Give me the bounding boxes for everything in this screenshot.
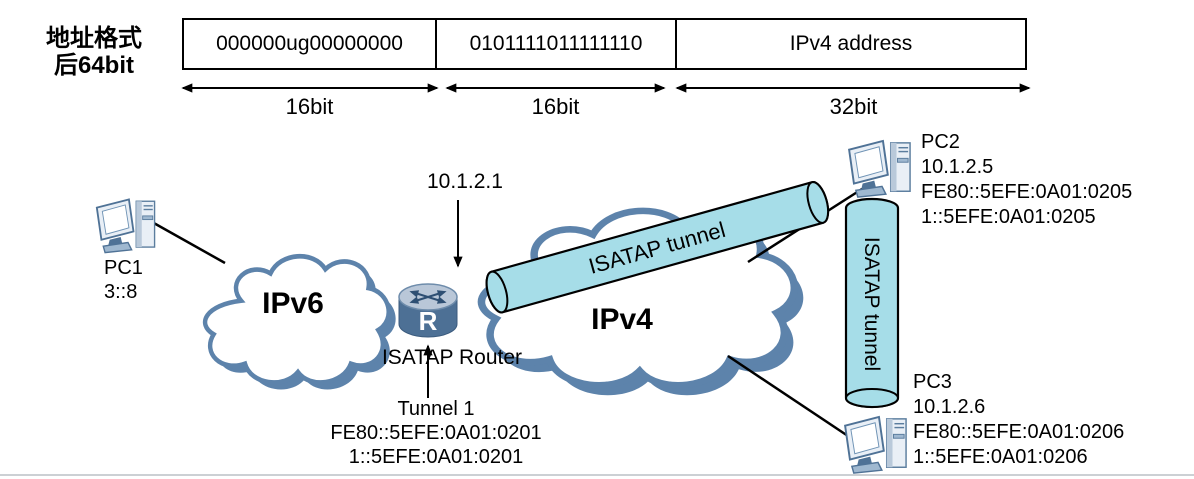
router-crossed-arrows-icon bbox=[409, 290, 447, 304]
address-format-title-line2: 后64bit bbox=[53, 52, 134, 79]
pc3-global: 1::5EFE:0A01:0206 bbox=[913, 446, 1088, 468]
pc2-ipv4: 10.1.2.5 bbox=[921, 156, 994, 178]
pc2-name: PC2 bbox=[921, 131, 960, 153]
bit-width-label-1: 16bit bbox=[285, 94, 334, 119]
format-cell-ipv4: IPv4 address bbox=[677, 18, 1027, 70]
isatap-tunnel-vertical: ISATAP tunnel bbox=[844, 197, 900, 409]
tunnel1-label: Tunnel 1 FE80::5EFE:0A01:0201 1::5EFE:0A… bbox=[324, 397, 548, 469]
bit-width-label-2: 16bit bbox=[531, 94, 580, 119]
pc3-name: PC3 bbox=[913, 371, 952, 393]
pc3-link-local: FE80::5EFE:0A01:0206 bbox=[913, 421, 1125, 443]
pc1-computer-icon bbox=[95, 198, 156, 254]
router-icon: R bbox=[398, 283, 458, 338]
link-ipv4cloud-pc3 bbox=[727, 354, 858, 444]
pc3-ipv4: 10.1.2.6 bbox=[913, 396, 986, 418]
tunnel1-name: Tunnel 1 bbox=[397, 398, 475, 420]
tunnel-horizontal-left-cap bbox=[485, 270, 509, 314]
bit-width-label-3: 32bit bbox=[829, 94, 878, 119]
format-cell-5efe: 0101111011111110 bbox=[437, 18, 677, 70]
router-interface-ip: 10.1.2.1 bbox=[427, 170, 503, 193]
ipv4-cloud-label: IPv4 bbox=[591, 303, 653, 336]
pc1-label: PC1 3::8 bbox=[104, 256, 143, 304]
slide-bottom-divider bbox=[0, 474, 1194, 476]
link-pc1-ipv6cloud bbox=[151, 220, 226, 265]
router-label: ISATAP Router bbox=[381, 346, 523, 369]
pc2-global: 1::5EFE:0A01:0205 bbox=[921, 206, 1096, 228]
tunnel1-link-local: FE80::5EFE:0A01:0201 bbox=[330, 422, 542, 444]
pc3-label: PC3 10.1.2.6 FE80::5EFE:0A01:0206 1::5EF… bbox=[913, 370, 1124, 470]
address-format-title: 地址格式 后64bit bbox=[34, 25, 154, 79]
pc2-computer-icon bbox=[848, 139, 912, 199]
format-cell-flags: 000000ug00000000 bbox=[182, 18, 437, 70]
tunnel1-global: 1::5EFE:0A01:0201 bbox=[348, 446, 524, 468]
tunnel-horizontal-right-cap bbox=[806, 181, 830, 224]
pc2-label: PC2 10.1.2.5 FE80::5EFE:0A01:0205 1::5EF… bbox=[921, 130, 1132, 230]
router-glyph: R bbox=[419, 306, 438, 336]
pc1-address: 3::8 bbox=[104, 281, 138, 303]
pc3-computer-icon bbox=[844, 415, 908, 475]
tunnel-vertical-bottom-cap bbox=[845, 388, 899, 408]
tunnel-vertical-label: ISATAP tunnel bbox=[860, 237, 883, 371]
ipv6-cloud-label: IPv6 bbox=[262, 287, 324, 320]
address-format-title-line1: 地址格式 bbox=[46, 25, 142, 52]
pc2-link-local: FE80::5EFE:0A01:0205 bbox=[921, 181, 1133, 203]
pc1-name: PC1 bbox=[104, 257, 143, 279]
